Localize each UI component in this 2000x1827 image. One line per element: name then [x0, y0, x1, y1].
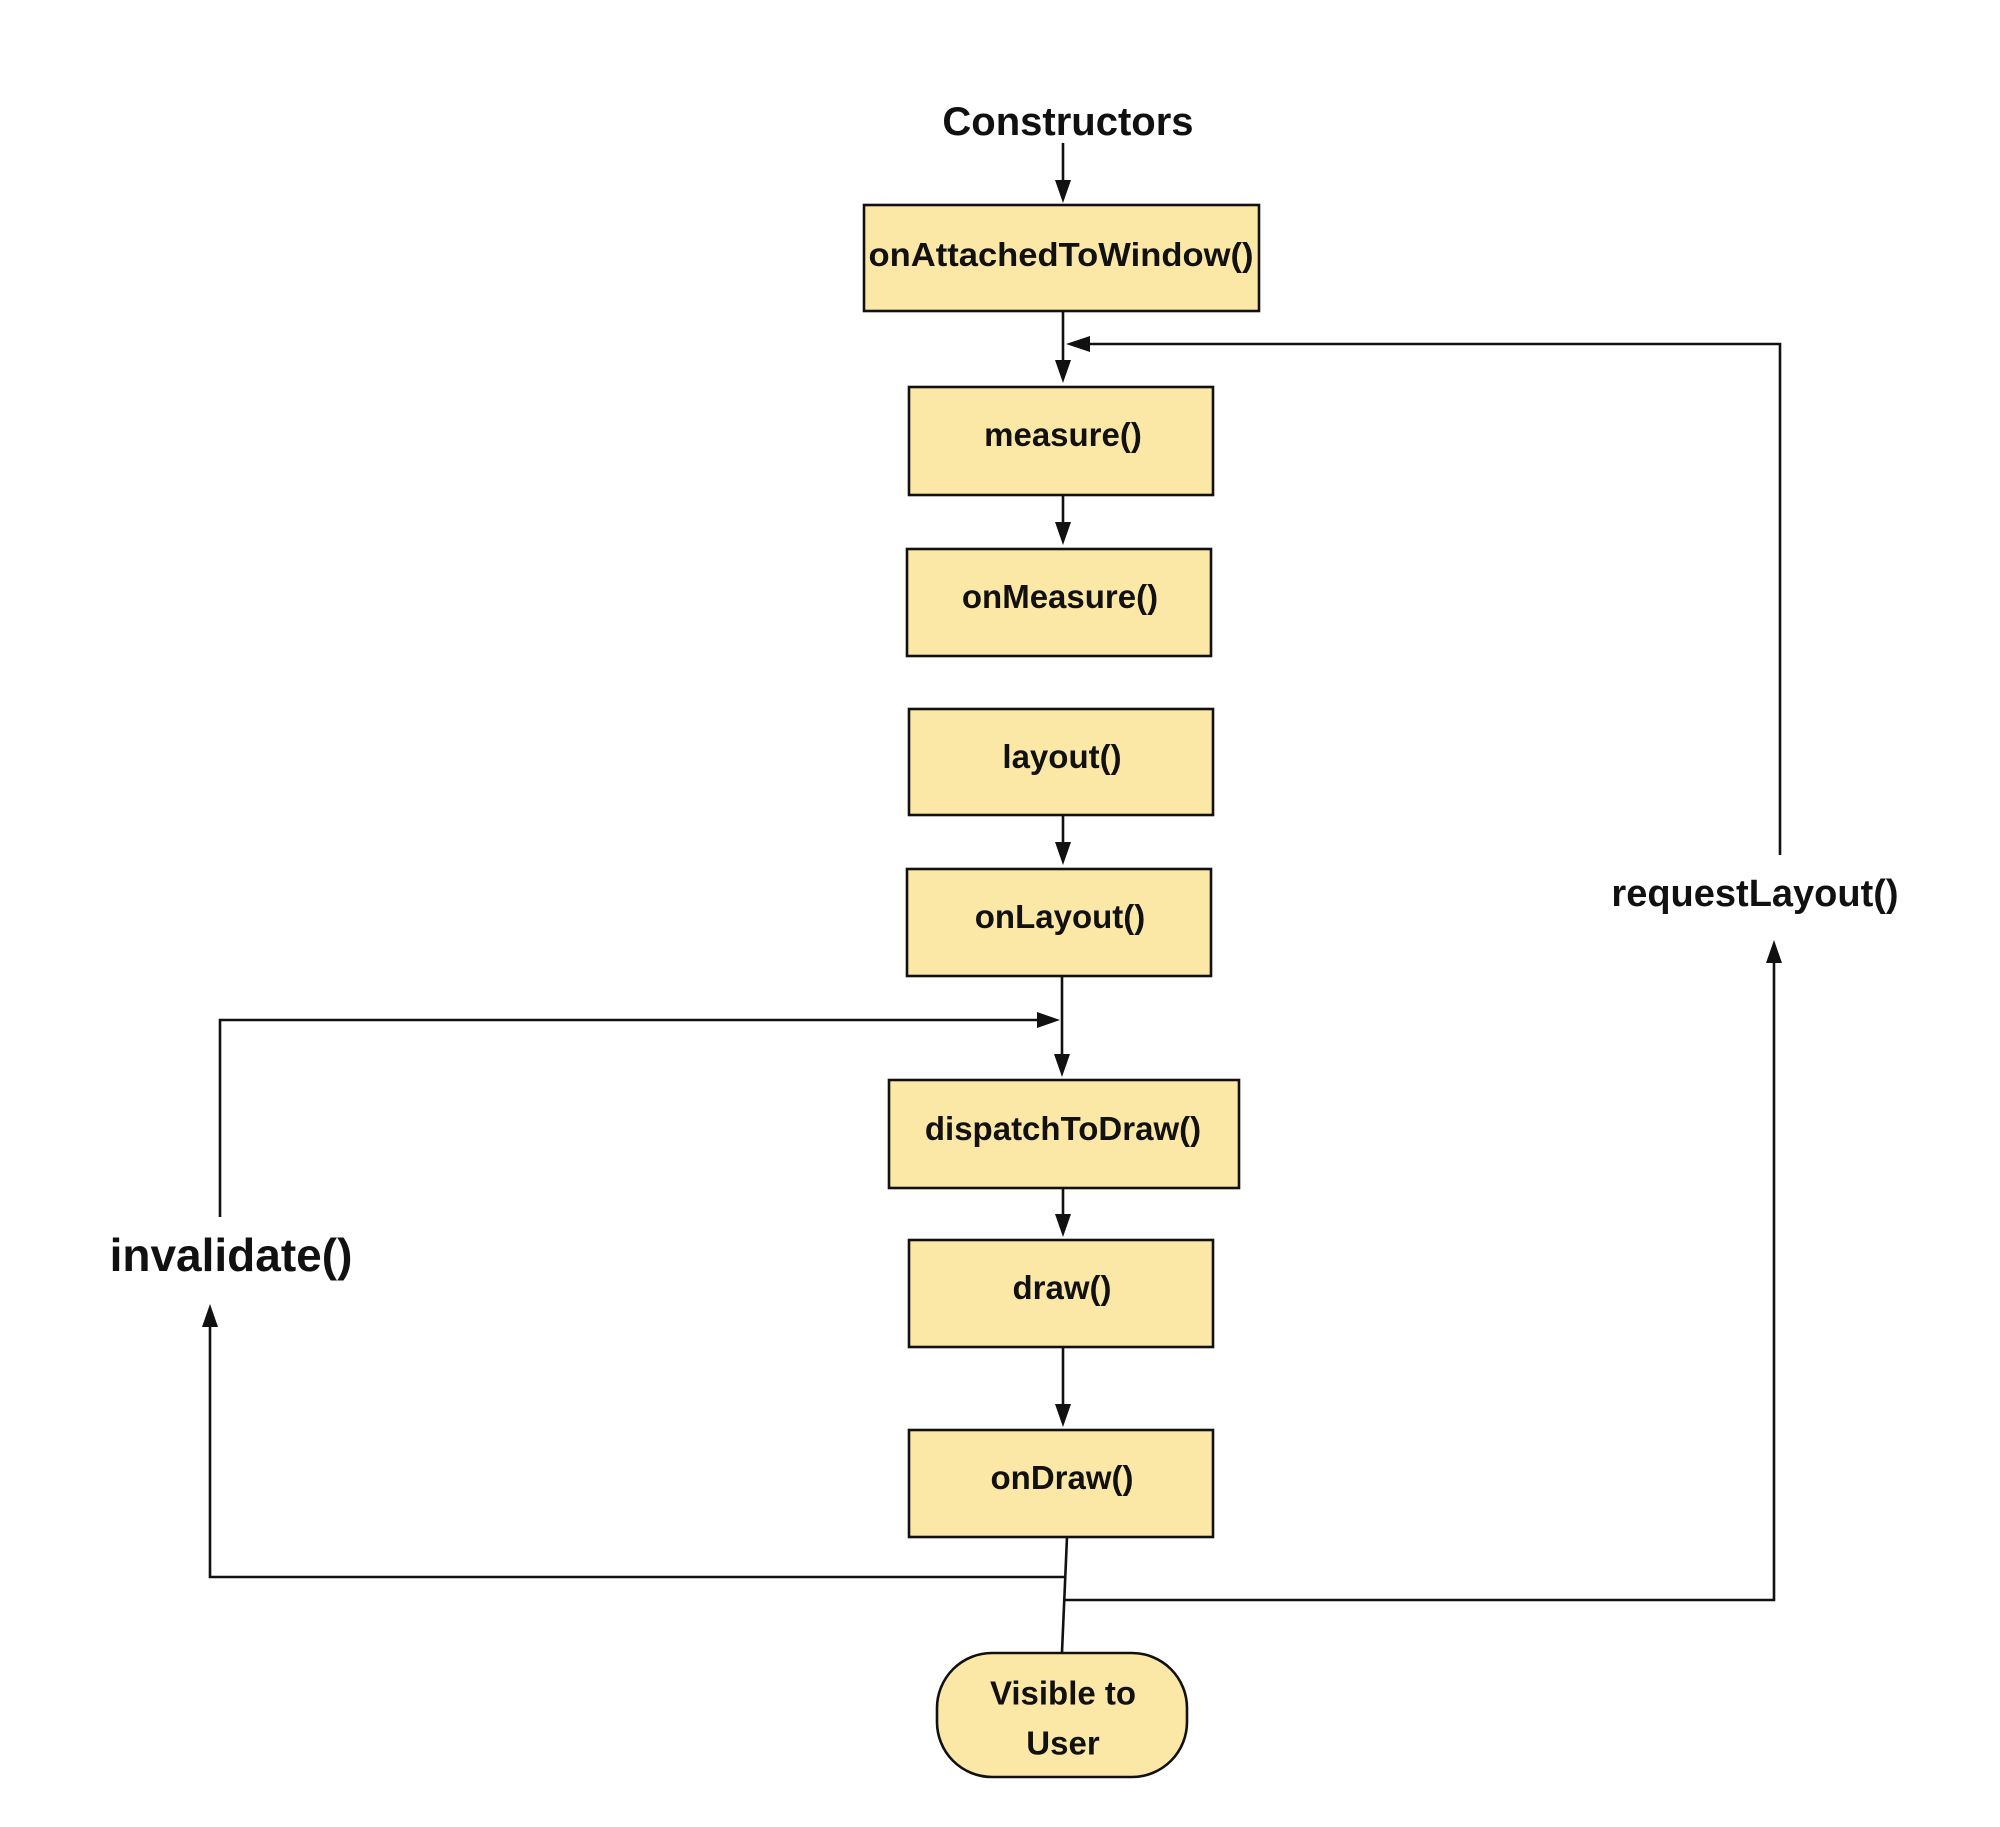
edge-ondraw-to-visible	[1060, 1536, 1069, 1653]
node-onmeasure: onMeasure()	[905, 547, 1213, 658]
node-box	[907, 707, 1215, 817]
node-label: onAttachedToWindow()	[869, 236, 1254, 273]
arrowhead	[1766, 940, 1782, 963]
node-onlayout: onLayout()	[905, 867, 1213, 978]
node-label: layout()	[1002, 738, 1121, 775]
edge-requestlayout-loop-top	[1088, 342, 1782, 855]
edges	[202, 143, 1782, 1653]
node-label: draw()	[1013, 1269, 1112, 1306]
node-label: onDraw()	[991, 1459, 1134, 1496]
arrowhead	[1054, 1054, 1070, 1077]
constructors-label: Constructors	[942, 100, 1193, 144]
node-box	[905, 867, 1213, 978]
invalidate-label: invalidate()	[110, 1229, 353, 1281]
edge-requestlayout-loop-bottom	[1064, 960, 1776, 1602]
arrowhead	[1055, 180, 1071, 203]
node-dispatchtodraw: dispatchToDraw()	[887, 1078, 1241, 1190]
arrowhead	[1055, 842, 1071, 865]
node-box	[907, 1238, 1215, 1349]
node-box	[907, 1428, 1215, 1539]
node-ondraw: onDraw()	[907, 1428, 1215, 1539]
terminal-label-line-1: Visible to	[990, 1675, 1136, 1712]
node-label: measure()	[984, 416, 1142, 453]
node-measure: measure()	[907, 385, 1215, 497]
node-box	[905, 547, 1213, 658]
node-layout: layout()	[907, 707, 1215, 817]
node-box	[887, 1078, 1241, 1190]
node-label: onLayout()	[975, 898, 1145, 935]
node-onattachedtowindow: onAttachedToWindow()	[862, 203, 1261, 313]
node-box	[907, 385, 1215, 497]
arrowhead	[202, 1304, 218, 1327]
requestlayout-label: requestLayout()	[1611, 873, 1898, 915]
terminal-label-line-2: User	[1026, 1725, 1100, 1762]
edge-invalidate-loop-top	[218, 1018, 1040, 1217]
arrowhead	[1055, 360, 1071, 383]
node-visible-to-user: Visible to User	[935, 1651, 1189, 1779]
node-label: onMeasure()	[962, 578, 1158, 615]
arrowhead	[1066, 336, 1090, 352]
node-box	[862, 203, 1261, 313]
arrowhead	[1037, 1012, 1060, 1028]
arrowhead	[1055, 522, 1071, 545]
node-draw: draw()	[907, 1238, 1215, 1349]
node-label: dispatchToDraw()	[925, 1110, 1201, 1147]
edge-invalidate-loop-bottom	[208, 1323, 1066, 1579]
terminal-box	[935, 1651, 1189, 1779]
arrowhead	[1055, 1404, 1071, 1427]
arrowhead	[1055, 1214, 1071, 1237]
